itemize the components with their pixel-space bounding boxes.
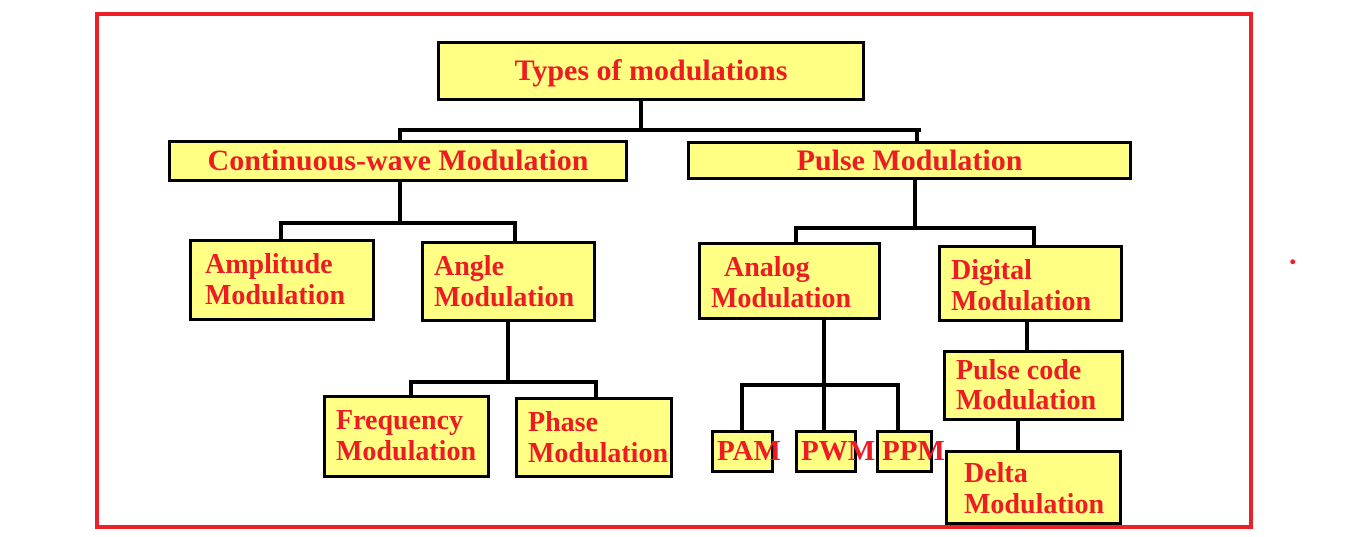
node-frequency-modulation: Frequency Modulation [323, 395, 490, 478]
connector-digital-to-pcm [1025, 321, 1029, 352]
node-label-line: Modulation [205, 280, 346, 311]
connector-to-ppm [896, 383, 900, 432]
node-continuous-wave-modulation: Continuous-wave Modulation [168, 140, 628, 182]
node-label-line: Amplitude [205, 249, 333, 280]
connector-pulse-horizontal [794, 226, 1036, 230]
node-label-line: Digital [951, 255, 1032, 286]
node-label: PWM [801, 435, 876, 467]
outer-frame [95, 12, 1253, 529]
node-pwm: PWM [795, 430, 875, 473]
node-label-line: Angle [434, 251, 504, 282]
node-delta-modulation: Delta Modulation [945, 450, 1122, 525]
connector-cw-horizontal [279, 221, 517, 225]
node-label-line: Modulation [711, 283, 852, 314]
node-label: PPM [882, 435, 945, 467]
connector-angle-down [506, 321, 510, 383]
node-label-line: Modulation [336, 436, 477, 467]
connector-pulse-down [913, 179, 917, 229]
connector-to-digital [1032, 226, 1036, 247]
node-label-line: Modulation [964, 489, 1105, 520]
connector-pcm-to-delta [1016, 420, 1020, 452]
node-analog-modulation: Analog Modulation [698, 242, 881, 320]
node-label-line: Modulation [951, 286, 1092, 317]
connector-cw-down [398, 181, 402, 224]
node-label-line: Frequency [336, 405, 464, 436]
connector-to-amplitude [279, 221, 283, 241]
connector-to-phase [594, 380, 598, 399]
connector-angle-horizontal [409, 380, 598, 384]
node-phase-modulation: Phase Modulation [515, 397, 673, 478]
node-angle-modulation: Angle Modulation [421, 241, 596, 322]
connector-to-pam [740, 383, 744, 432]
node-label: PAM [717, 435, 781, 467]
node-label: Continuous-wave Modulation [207, 144, 589, 177]
node-label-line: Delta [964, 458, 1028, 489]
node-pulse-code-modulation: Pulse code Modulation [943, 350, 1124, 421]
node-types-of-modulations: Types of modulations [437, 41, 865, 101]
connector-to-pulse [915, 128, 919, 143]
node-digital-modulation: Digital Modulation [938, 245, 1123, 322]
node-pulse-modulation: Pulse Modulation [687, 141, 1132, 180]
connector-to-angle [513, 221, 517, 243]
node-label-line: Pulse code [956, 355, 1082, 386]
connector-to-pwm [822, 383, 826, 432]
connector-level1-horizontal [398, 128, 921, 132]
node-amplitude-modulation: Amplitude Modulation [189, 239, 375, 321]
connector-root-down [639, 101, 643, 130]
node-label-line: Modulation [956, 385, 1097, 416]
connector-analog-down [822, 319, 826, 386]
node-pam: PAM [711, 430, 781, 473]
node-label-line: Phase [528, 407, 598, 438]
node-label-line: Modulation [434, 282, 575, 313]
connector-to-analog [794, 226, 798, 244]
node-label-line: Modulation [528, 438, 669, 469]
node-label: Pulse Modulation [796, 143, 1023, 177]
node-label-line: Analog [724, 252, 810, 283]
node-ppm: PPM [876, 430, 945, 473]
connector-to-frequency [409, 380, 413, 397]
node-label: Types of modulations [514, 54, 788, 87]
stray-dot: . [1289, 238, 1297, 271]
connector-to-continuous-wave [398, 128, 402, 142]
connector-analog-horizontal [740, 383, 900, 387]
